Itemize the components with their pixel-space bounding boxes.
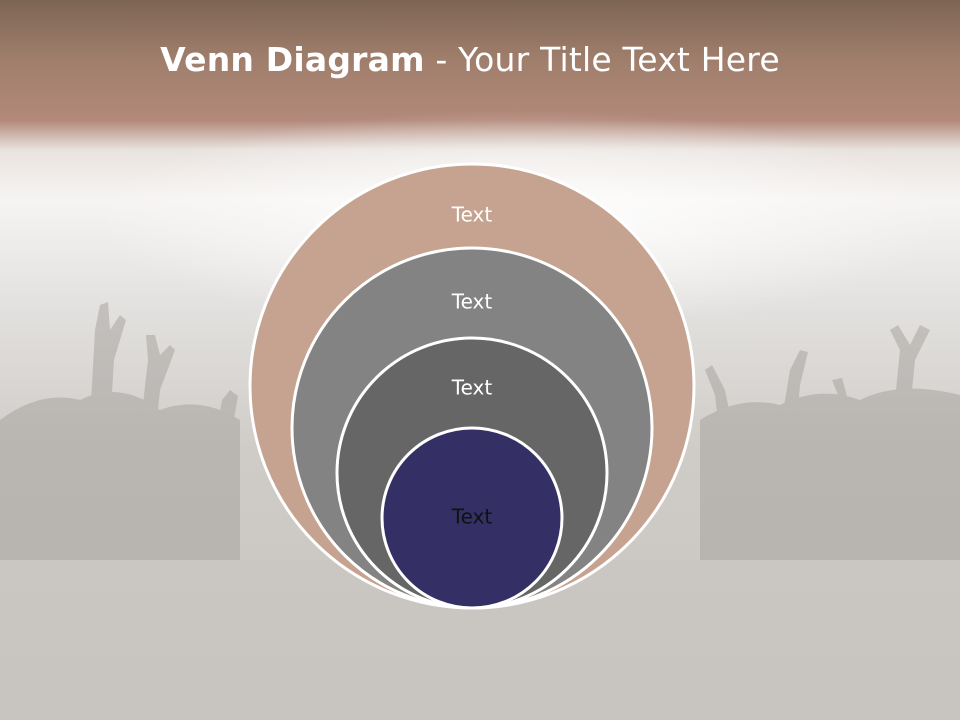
venn-circle-2-label: Text [451,290,493,314]
title-rest: - Your Title Text Here [424,40,780,79]
venn-circle-1-label: Text [451,203,493,227]
venn-circle-4 [380,426,564,610]
venn-circle-3-label: Text [451,376,493,400]
venn-circle-4-label: Text [451,505,493,529]
title-bold: Venn Diagram [160,40,425,79]
slide-title: Venn Diagram - Your Title Text Here [0,40,940,79]
